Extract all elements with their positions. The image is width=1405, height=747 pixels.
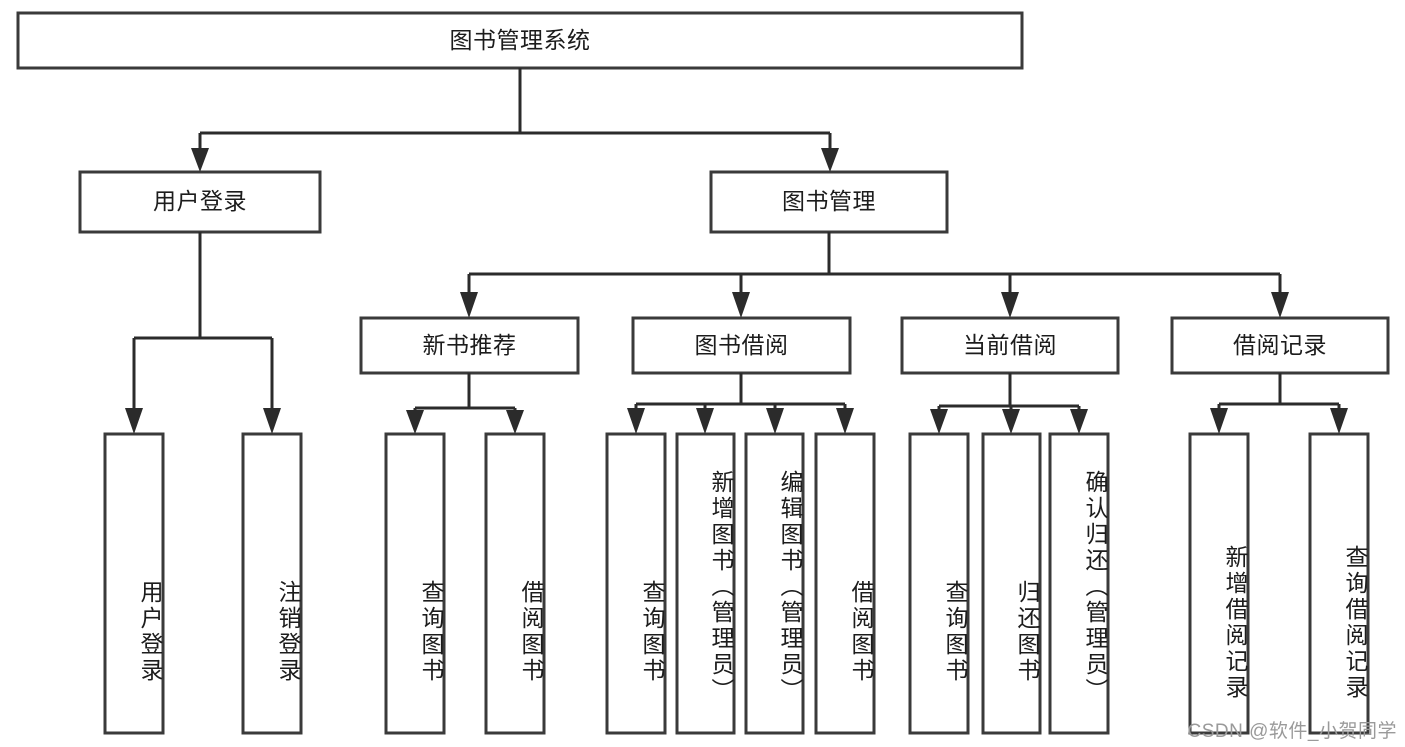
node-box-leaf-book-borrow-2[interactable]	[744, 432, 805, 735]
arrow-head-user-login	[191, 148, 209, 172]
arrow-head-leaf-book-borrow-0	[627, 408, 645, 434]
node-box-leaf-user-login-0[interactable]	[103, 432, 165, 735]
node-box-leaf-borrow-record-1[interactable]	[1308, 432, 1370, 735]
arrow-head-borrow-record	[1271, 292, 1289, 318]
node-box-leaf-current-borrow-0[interactable]	[908, 432, 970, 735]
arrow-head-new-book	[460, 292, 478, 318]
node-box-new-book-recommend[interactable]	[359, 316, 580, 375]
arrow-head-leaf-user-login-1	[263, 408, 281, 434]
arrow-head-book-management	[821, 148, 839, 172]
node-box-current-borrow[interactable]	[900, 316, 1120, 375]
node-box-book-borrow[interactable]	[631, 316, 852, 375]
arrow-head-leaf-user-login-0	[125, 408, 143, 434]
node-box-leaf-new-book-0[interactable]	[384, 432, 446, 735]
arrow-head-leaf-new-book-1	[506, 410, 524, 434]
csdn-watermark: CSDN @软件_小贺同学	[1187, 721, 1397, 742]
arrow-head-current-borrow	[1001, 292, 1019, 318]
node-box-book-management[interactable]	[709, 170, 949, 234]
node-box-leaf-borrow-record-0[interactable]	[1188, 432, 1250, 735]
node-box-leaf-book-borrow-3[interactable]	[814, 432, 876, 735]
node-box-leaf-current-borrow-1[interactable]	[981, 432, 1042, 735]
arrow-head-leaf-borrow-record-1	[1330, 408, 1348, 434]
arrow-head-leaf-new-book-0	[406, 410, 424, 434]
node-box-user-login[interactable]	[78, 170, 322, 234]
arrow-head-book-borrow	[732, 292, 750, 318]
node-box-leaf-new-book-1[interactable]	[484, 432, 546, 735]
node-box-root[interactable]	[16, 11, 1024, 70]
arrow-head-leaf-book-borrow-1	[696, 408, 714, 434]
arrow-head-leaf-current-borrow-1	[1002, 409, 1020, 434]
arrow-head-leaf-book-borrow-3	[836, 408, 854, 434]
node-box-leaf-book-borrow-1[interactable]	[675, 432, 736, 735]
arrow-head-leaf-current-borrow-2	[1070, 409, 1088, 434]
arrow-head-leaf-current-borrow-0	[930, 409, 948, 434]
arrow-head-leaf-borrow-record-0	[1210, 408, 1228, 434]
node-box-leaf-user-login-1[interactable]	[241, 432, 303, 735]
node-box-borrow-record[interactable]	[1170, 316, 1390, 375]
node-box-leaf-current-borrow-2[interactable]	[1048, 432, 1110, 735]
arrow-head-leaf-book-borrow-2	[766, 408, 784, 434]
node-box-leaf-book-borrow-0[interactable]	[605, 432, 667, 735]
